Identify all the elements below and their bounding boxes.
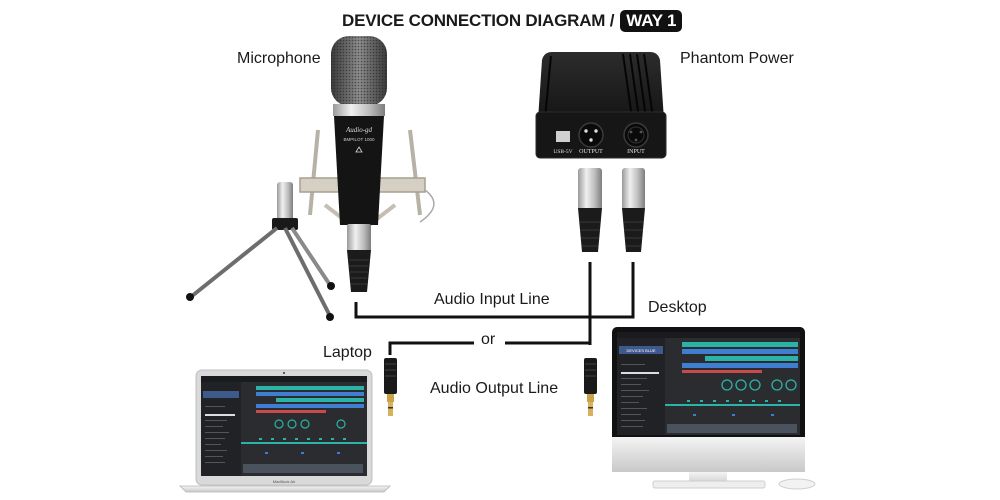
phantom-power-label: Phantom Power xyxy=(680,50,794,67)
desktop-screen: DEVICES BLUE xyxy=(617,332,800,435)
title-text: DEVICE CONNECTION DIAGRAM / xyxy=(342,11,615,30)
desktop-app-label: DEVICES BLUE xyxy=(626,348,655,353)
audio-input-line-label: Audio Input Line xyxy=(434,291,550,308)
laptop-audio-jack xyxy=(384,358,397,416)
mic-body xyxy=(334,116,384,225)
microphone-label: Microphone xyxy=(237,50,321,67)
phantom-power-box: USB-5V OUTPUT INPUT xyxy=(535,52,667,159)
usb-port-label: USB-5V xyxy=(553,149,572,155)
mic-model: BMPILOT 1000 xyxy=(344,137,375,142)
or-label: or xyxy=(481,331,496,348)
laptop-model-label: MacBook Air xyxy=(273,479,296,484)
mic-ring xyxy=(333,104,385,116)
diagram-title: DEVICE CONNECTION DIAGRAM / WAY 1 xyxy=(342,10,683,32)
microphone: Audio-gd BMPILOT 1000 xyxy=(186,36,435,321)
desktop-daw-ui: DEVICES BLUE xyxy=(617,332,800,435)
laptop-screen xyxy=(201,376,367,476)
audio-input-line xyxy=(354,262,635,319)
mic-brand: Audio-gd xyxy=(345,126,373,134)
xlr-male-connector xyxy=(622,168,645,252)
audio-output-line-label: Audio Output Line xyxy=(430,380,559,397)
cardioid-icon xyxy=(355,146,363,153)
xlr-female-connector xyxy=(578,168,602,252)
usb-port xyxy=(556,131,570,142)
audio-output-line-left xyxy=(388,341,474,355)
output-port-label: OUTPUT xyxy=(579,149,603,155)
xlr-output-port xyxy=(578,122,604,148)
keyboard xyxy=(652,480,766,489)
way-badge: WAY 1 xyxy=(620,10,683,32)
mouse xyxy=(778,478,816,490)
desktop-audio-jack xyxy=(584,358,597,416)
desktop-label: Desktop xyxy=(648,299,707,316)
tripod-stand xyxy=(186,182,335,321)
laptop-label: Laptop xyxy=(323,344,372,361)
cable-lines xyxy=(354,262,635,355)
input-port-label: INPUT xyxy=(627,149,645,155)
mic-xlr-connector xyxy=(347,224,371,252)
laptop-daw-ui xyxy=(201,376,367,476)
